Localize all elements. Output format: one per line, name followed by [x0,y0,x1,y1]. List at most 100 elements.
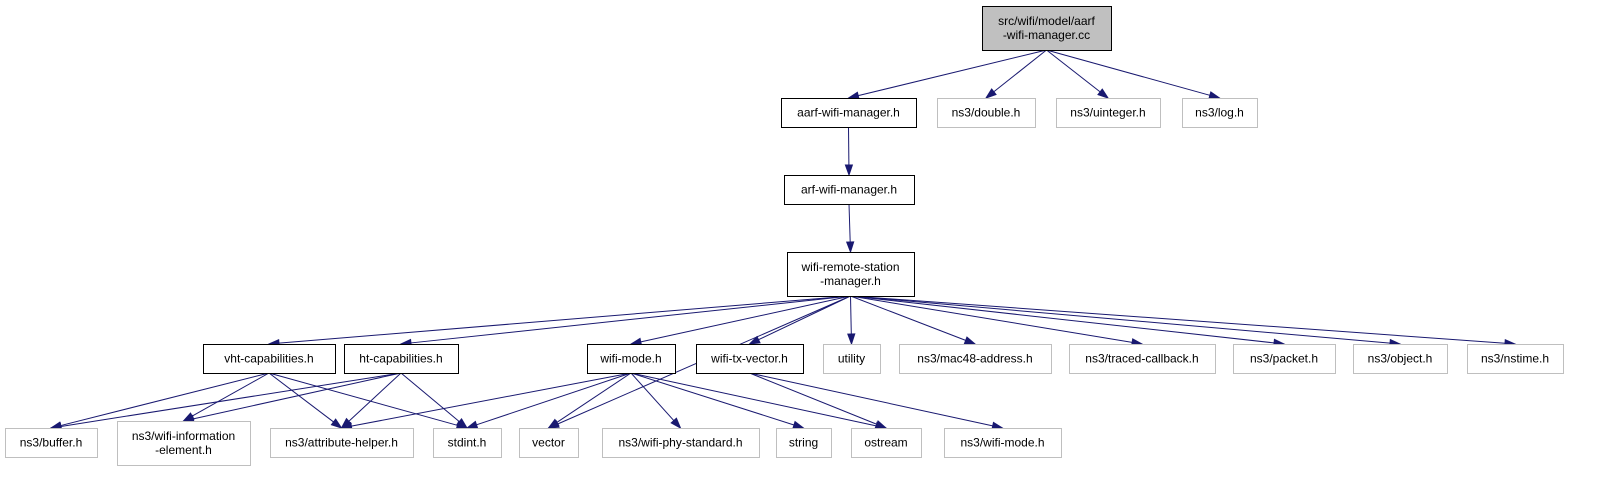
node-label: wifi-remote-station [800,260,899,274]
node-box [433,428,502,458]
edge-vht-to-buffer [49,372,270,430]
edge-line [351,372,632,427]
node-label: -manager.h [820,274,881,288]
edge-line [191,372,270,417]
edge-arrowhead [963,336,977,345]
node-nstime: ns3/nstime.h [1467,344,1564,374]
node-box [823,344,881,374]
edge-arrowhead [1208,91,1221,100]
node-box [899,344,1052,374]
node-box [519,428,579,458]
node-box [1353,344,1448,374]
node-attr: ns3/attribute-helper.h [270,428,414,458]
node-root[interactable]: src/wifi/model/aarf-wifi-manager.cc [982,6,1112,51]
node-label: ns3/wifi-phy-standard.h [618,436,742,450]
edge-wmode-to-vector [547,372,632,429]
node-box [1182,98,1258,128]
node-label: ns3/object.h [1368,352,1433,366]
edge-line [850,295,1133,343]
node-box [982,6,1112,51]
edge-arrowhead [456,418,469,429]
node-box [1069,344,1216,374]
node-box [944,428,1062,458]
node-box [587,344,676,374]
edge-arrowhead [465,420,479,429]
node-label: ns3/uinteger.h [1070,106,1145,120]
node-ht[interactable]: ht-capabilities.h [344,344,459,374]
edge-wrsm-to-mac48 [850,295,977,345]
edge-wrsm-to-ht [399,295,851,348]
edge-line [278,295,851,344]
edge-wmode-to-stdint [465,372,632,429]
edge-line [850,295,1391,344]
edge-aarf-to-arf [844,126,854,177]
edge-vht-to-stdint [268,372,469,430]
edge-wrsm-to-nstime [850,295,1517,348]
edge-arrowhead [874,420,888,429]
node-arf[interactable]: arf-wifi-manager.h [784,175,915,205]
edge-arf-to-wrsm [845,203,855,254]
edge-line [848,203,851,243]
edge-ht-to-stdint [400,372,469,429]
edge-wrsm-to-traced [850,295,1144,347]
edge-line [850,295,1275,344]
node-label: src/wifi/model/aarf [998,14,1095,28]
node-label: utility [838,352,865,366]
edge-arrowhead [670,417,682,430]
node-label: vector [532,436,565,450]
edge-txvec-to-ns3wmode [749,372,1004,430]
node-txvec[interactable]: wifi-tx-vector.h [696,344,804,374]
edge-arrowhead [845,241,855,254]
edge-txvec-to-ostream [749,372,888,429]
node-box [784,175,915,205]
edge-wmode-to-string [630,372,805,429]
node-box [781,98,917,128]
node-label: stdint.h [448,436,487,450]
node-wrsm[interactable]: wifi-remote-station-manager.h [787,252,915,297]
edge-line [858,49,1047,97]
node-label: arf-wifi-manager.h [801,183,897,197]
edge-root-to-double [984,49,1047,99]
edge-line [850,295,852,335]
node-uinteger: ns3/uinteger.h [1056,98,1161,128]
node-vht[interactable]: vht-capabilities.h [203,344,336,374]
node-box [696,344,804,374]
node-log: ns3/log.h [1182,98,1258,128]
node-label: ns3/wifi-mode.h [960,436,1044,450]
edge-root-to-log [1046,49,1221,100]
node-mac48: ns3/mac48-address.h [899,344,1052,374]
edge-ht-to-wie [182,372,402,423]
node-box [937,98,1036,128]
edge-line [556,372,632,423]
edge-vht-to-wie [182,372,270,422]
edge-line [993,49,1047,93]
edge-line [640,295,851,343]
node-traced: ns3/traced-callback.h [1069,344,1216,374]
node-aarf[interactable]: aarf-wifi-manager.h [781,98,917,128]
node-box [602,428,760,458]
node-buffer: ns3/buffer.h [5,428,98,458]
node-label: ostream [864,436,907,450]
edge-arrowhead [547,418,560,429]
edge-wrsm-to-object [850,295,1402,348]
edge-wrsm-to-wmode [629,295,851,346]
edge-line [850,295,1506,344]
edge-line [476,372,632,426]
node-label: string [789,436,818,450]
node-box [203,344,336,374]
node-label: -element.h [155,443,212,457]
edge-line [268,372,334,423]
node-box [787,252,915,297]
node-stdint: stdint.h [433,428,502,458]
node-wmode[interactable]: wifi-mode.h [587,344,676,374]
node-box [344,344,459,374]
node-label: -wifi-manager.cc [1003,28,1090,42]
edge-arrowhead [330,418,343,429]
edge-line [1046,49,1210,96]
node-label: wifi-mode.h [599,352,661,366]
edge-wrsm-to-txvec [748,295,851,345]
edge-line [60,372,402,427]
edge-wmode-to-ostream [630,372,888,430]
edge-line [850,295,966,341]
